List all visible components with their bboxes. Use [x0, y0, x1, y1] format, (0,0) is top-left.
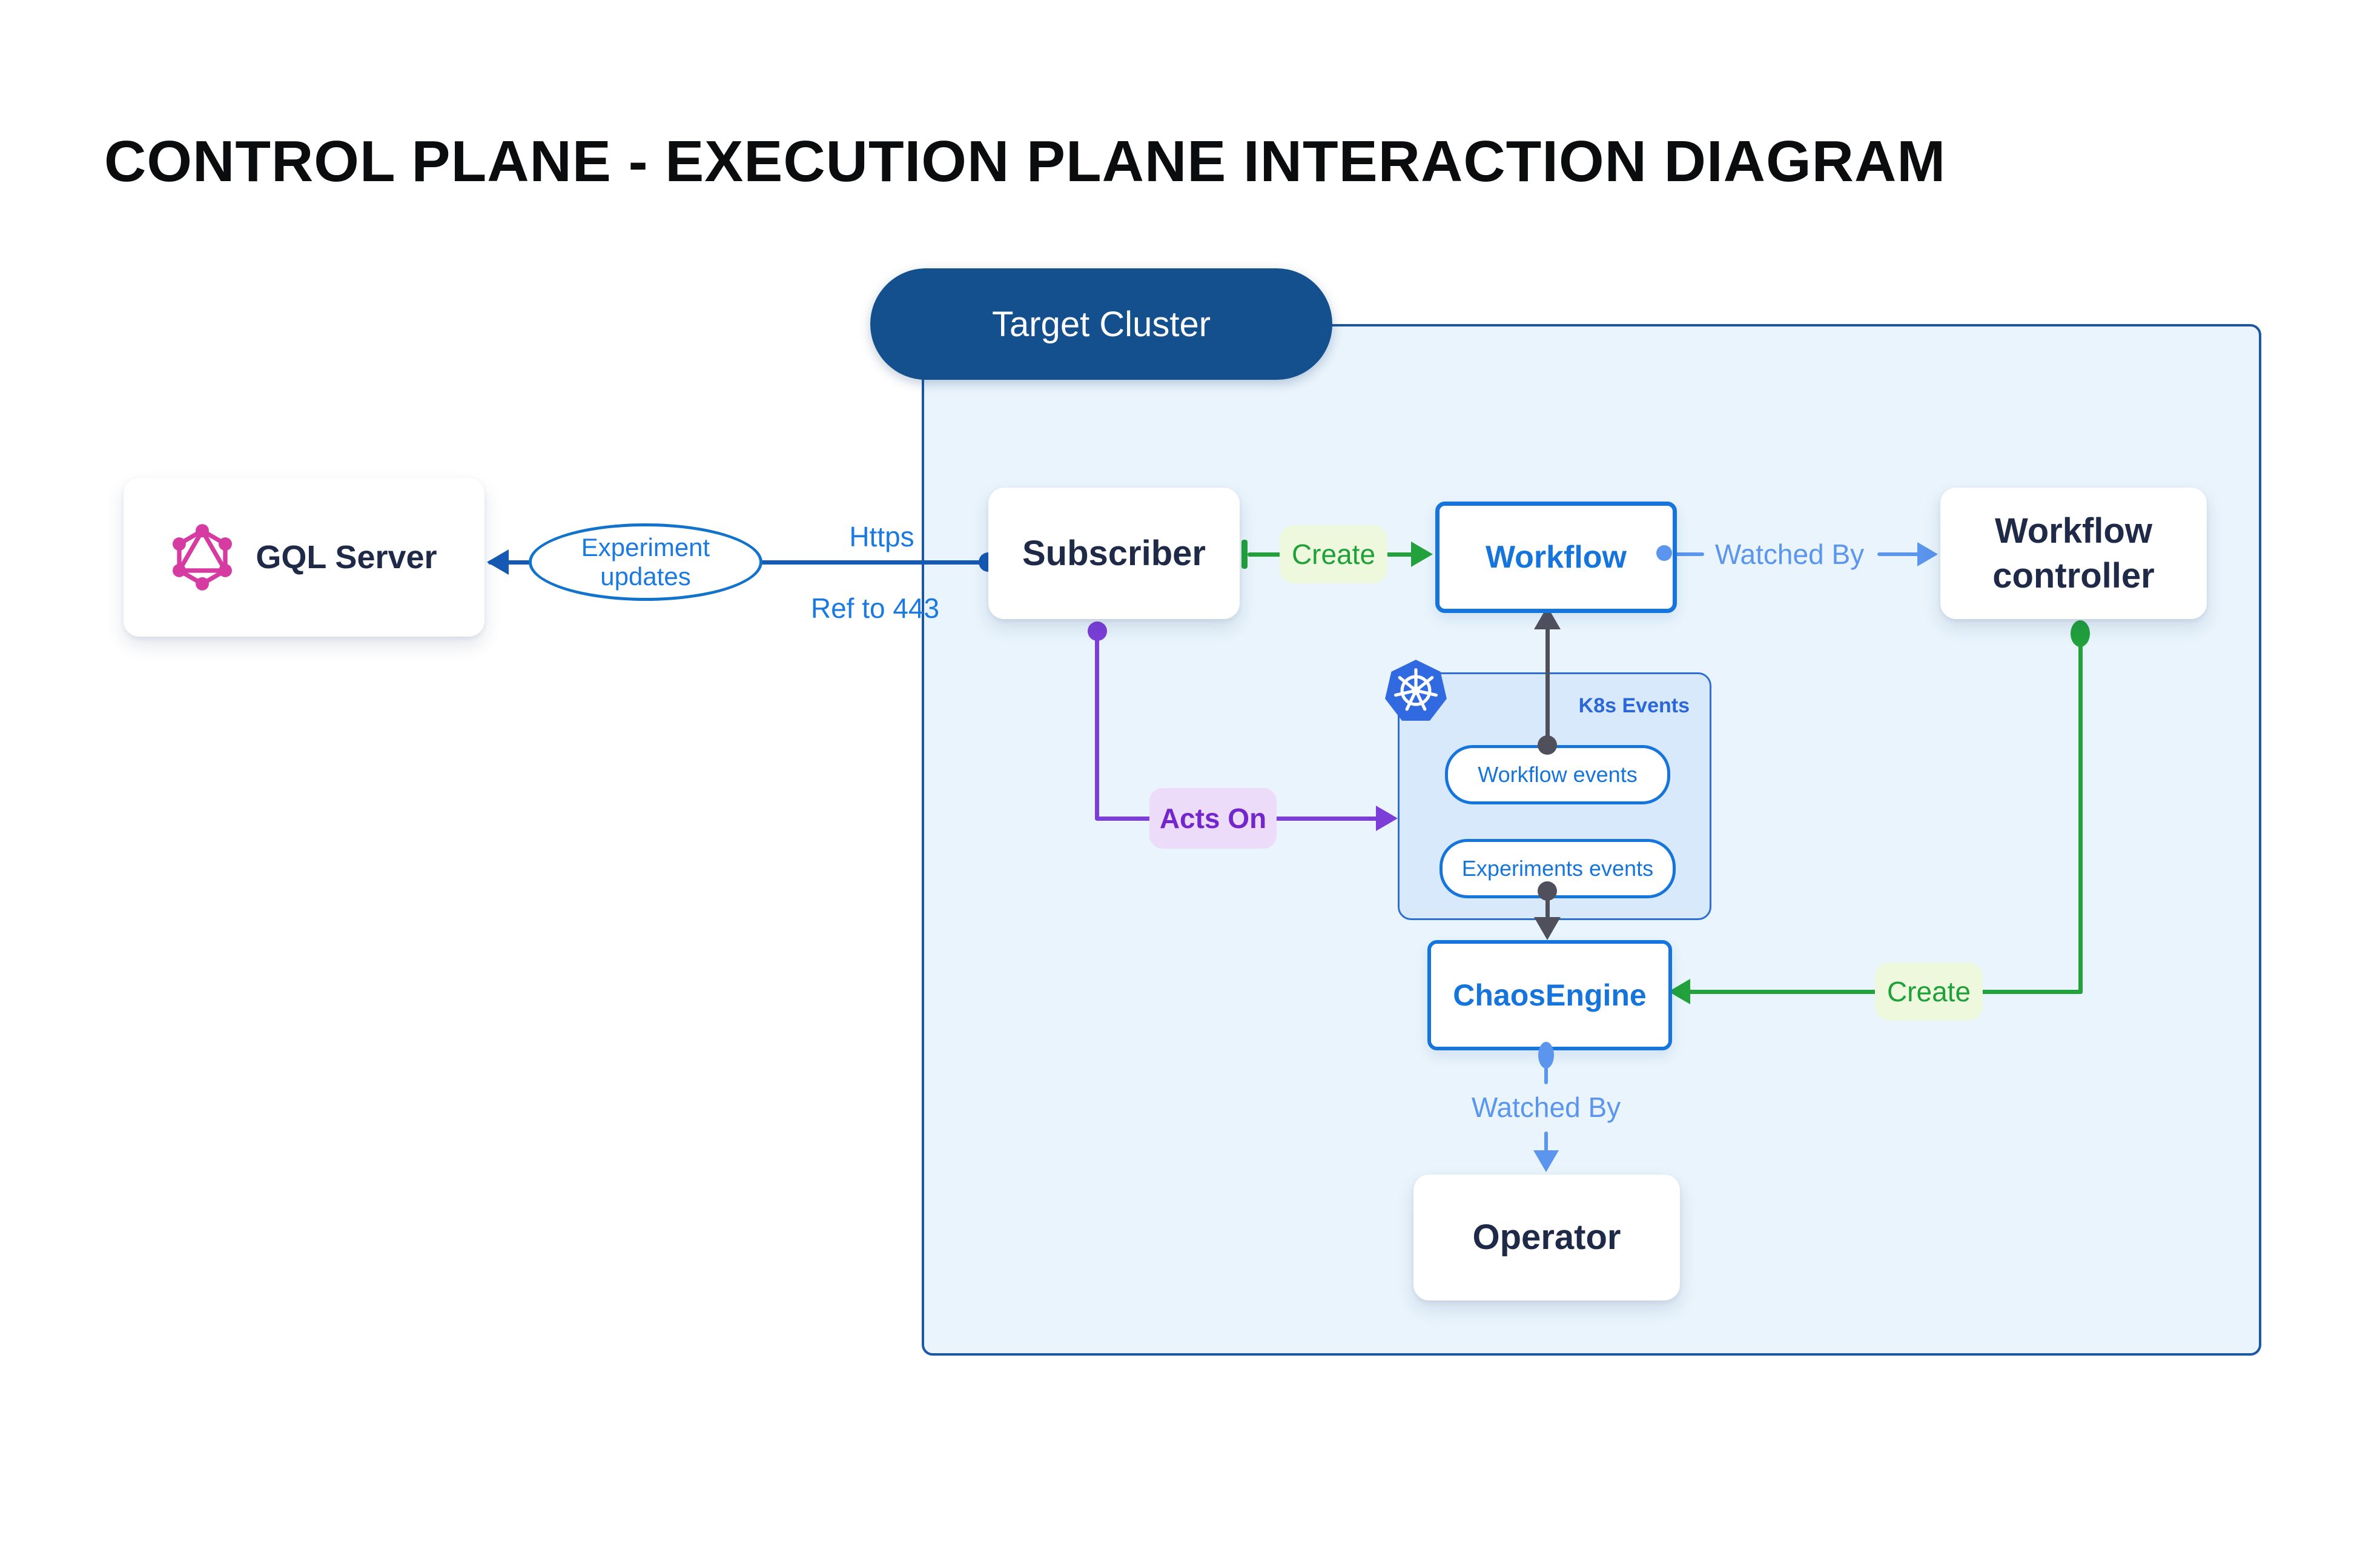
create2-edge-vline — [2078, 634, 2083, 994]
edge-label-watched-by-controller: Watched By — [1708, 531, 1871, 577]
chaos-engine-label: ChaosEngine — [1453, 978, 1647, 1012]
arrowhead-into-k8s-events — [1376, 806, 1398, 831]
edge-label-acts-on: Acts On — [1149, 788, 1277, 849]
gray-edge-line-top — [1545, 626, 1550, 745]
edge-label-create-chaosengine: Create — [1875, 963, 1983, 1021]
arrowhead-into-gql-server — [487, 549, 509, 575]
node-chaos-engine: ChaosEngine — [1427, 940, 1672, 1050]
k8s-events-text: K8s Events — [1578, 694, 1690, 717]
watched-by-edge-start-dot — [1656, 545, 1672, 561]
node-subscriber: Subscriber — [988, 488, 1240, 619]
acts-on-edge-start-dot — [1088, 621, 1107, 641]
watched-by-operator-text: Watched By — [1471, 1092, 1621, 1123]
create-workflow-text: Create — [1291, 538, 1376, 570]
gray-edge-line-bottom — [1545, 891, 1550, 918]
watched-by-controller-text: Watched By — [1714, 538, 1865, 570]
watched-by-line-seg1 — [1669, 552, 1704, 556]
arrowhead-into-workflow — [1411, 542, 1433, 567]
node-experiments-events: Experiments events — [1440, 839, 1676, 898]
workflow-events-label: Workflow events — [1478, 762, 1638, 787]
edge-label-create-workflow: Create — [1280, 525, 1387, 583]
ref-443-text: Ref to 443 — [810, 592, 940, 624]
edge-label-experiment-updates: Experiment updates — [529, 523, 762, 601]
node-workflow: Workflow — [1435, 502, 1677, 613]
experiments-events-label: Experiments events — [1461, 856, 1654, 881]
edge-label-watched-by-operator: Watched By — [1463, 1084, 1630, 1130]
target-cluster-label: Target Cluster — [991, 304, 1211, 344]
graphql-icon — [171, 523, 234, 592]
acts-on-edge-vline — [1095, 631, 1099, 820]
workflow-controller-label: Workflow controller — [1992, 511, 2155, 595]
edge-label-ref-443: Ref to 443 — [790, 591, 960, 625]
create2-edge-start-dot — [2071, 620, 2090, 647]
gql-server-label: GQL Server — [256, 539, 437, 575]
watched-by2-start-dot — [1538, 1042, 1554, 1069]
workflow-label: Workflow — [1485, 540, 1627, 575]
operator-label: Operator — [1472, 1218, 1621, 1257]
create-chaosengine-text: Create — [1886, 976, 1971, 1007]
node-workflow-events: Workflow events — [1445, 745, 1670, 804]
experiment-updates-text: Experiment updates — [581, 533, 710, 591]
arrowhead-into-workflow-controller — [1917, 542, 1938, 566]
https-text: Https — [849, 521, 914, 552]
watched-by2-line-seg2 — [1544, 1131, 1548, 1153]
kubernetes-icon — [1384, 658, 1447, 723]
watched-by-line-seg2 — [1877, 552, 1920, 556]
arrowhead-into-chaosengine-right — [1668, 979, 1690, 1004]
node-operator: Operator — [1413, 1175, 1680, 1300]
watched-by2-line-seg1 — [1544, 1055, 1548, 1084]
gray-edge-dot-bottom — [1538, 881, 1557, 901]
edge-label-https: Https — [809, 520, 954, 554]
k8s-events-group-label: K8s Events — [1514, 691, 1690, 720]
subscriber-label: Subscriber — [1022, 533, 1206, 573]
arrowhead-into-chaosengine-top — [1534, 917, 1561, 940]
node-workflow-controller: Workflow controller — [1940, 488, 2207, 619]
node-gql-server: GQL Server — [124, 478, 484, 637]
create-edge-start-tick — [1241, 540, 1248, 569]
target-cluster-pill: Target Cluster — [870, 268, 1332, 380]
page-title: CONTROL PLANE - EXECUTION PLANE INTERACT… — [104, 129, 1946, 194]
gray-edge-dot-top — [1538, 735, 1557, 755]
acts-on-text: Acts On — [1159, 803, 1267, 834]
arrowhead-into-operator — [1533, 1150, 1559, 1172]
